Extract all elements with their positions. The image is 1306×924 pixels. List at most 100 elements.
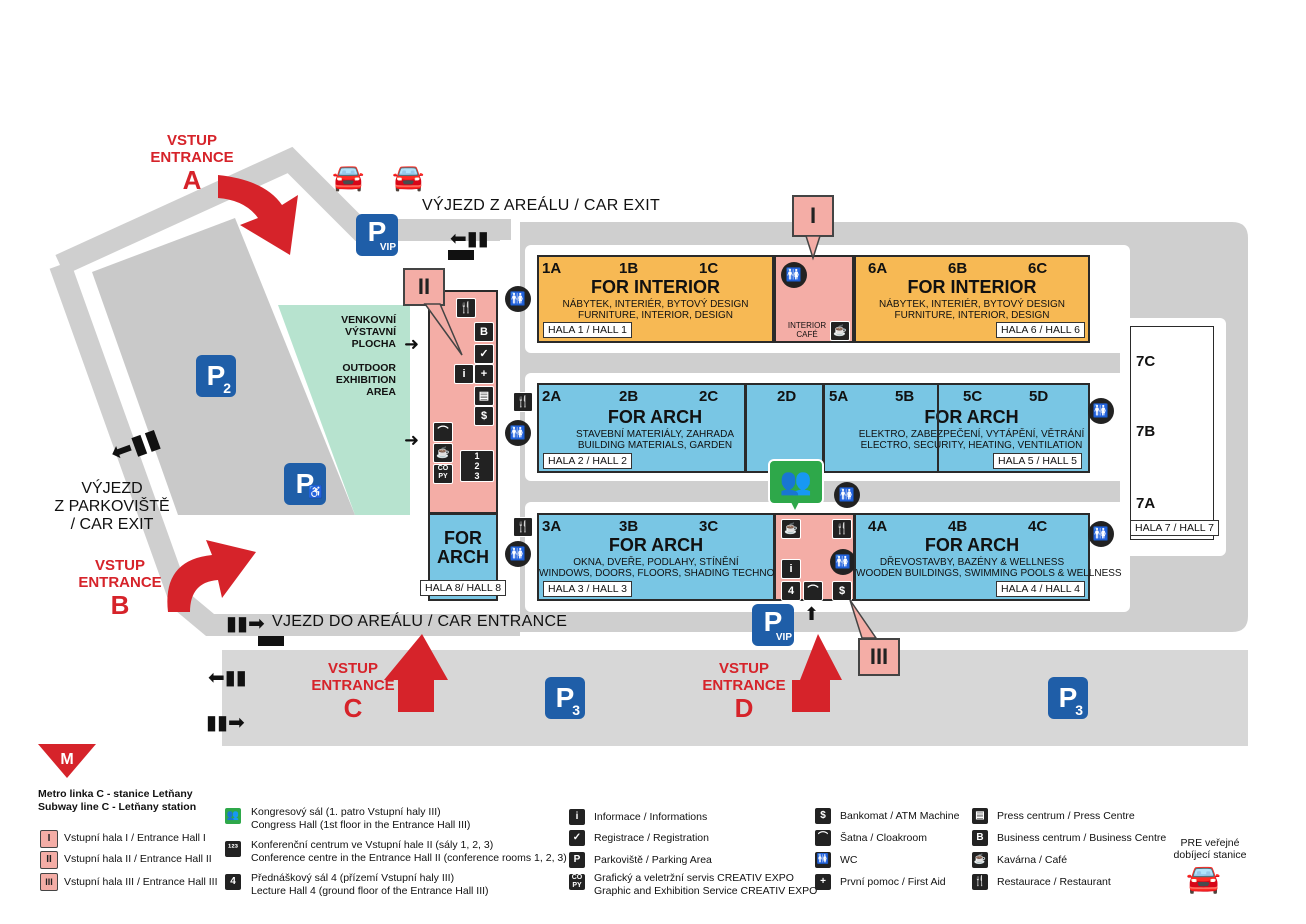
hall-desc-cz: DŘEVOSTAVBY, BAZÉNY & WELLNESS — [879, 557, 1065, 568]
legend-first-aid: První pomoc / First Aid — [840, 876, 946, 888]
hall-code: 3C — [699, 518, 719, 535]
arrow-up-icon: ⬆ — [804, 604, 820, 624]
business-centre-icon: B — [972, 830, 988, 846]
hall-code: 3B — [619, 518, 639, 535]
arrow-left-icon: ⬅▮▮ — [450, 228, 489, 250]
hall-code: 1A — [542, 260, 562, 277]
hall-code: 6B — [948, 260, 968, 277]
hall-name-box: HALA 3 / HALL 3 — [543, 581, 632, 597]
wc-icon: 🚻 — [830, 549, 856, 575]
hall-3[interactable]: 3A 3B 3C FOR ARCH OKNA, DVEŘE, PODLAHY, … — [537, 513, 812, 601]
hall-name-box: HALA 2 / HALL 2 — [543, 453, 632, 469]
hall-name-box: HALA 1 / HALL 1 — [543, 322, 632, 338]
road-label-car-exit: VÝJEZD Z AREÁLU / CAR EXIT — [422, 197, 661, 214]
wc-icon: 🚻 — [1088, 398, 1114, 424]
hall-desc-en: ELECTRO, SECURITY, HEATING, VENTILATION — [860, 440, 1083, 451]
congress-hall-icon: 👥 — [768, 459, 824, 505]
legend-congress-en: Congress Hall (1st floor in the Entrance… — [251, 819, 471, 831]
info-icon: i — [569, 809, 585, 825]
entrance-hall-2-badge[interactable]: II — [403, 268, 445, 306]
conference-centre-icon: ¹²³ — [225, 841, 241, 857]
hall-desc-cz: NÁBYTEK, INTERIÉR, BYTOVÝ DESIGN — [562, 299, 749, 310]
wc-icon: 🚻 — [815, 852, 831, 868]
legend-entrance-hall-3: Vstupní hala III / Entrance Hall III — [64, 876, 218, 888]
hall-code: 7C — [1136, 353, 1156, 370]
hall-code: 2C — [699, 388, 719, 405]
info-icon: i — [781, 559, 801, 579]
disabled-parking-sign[interactable]: P♿ — [284, 463, 326, 505]
metro-logo: M — [38, 744, 96, 778]
legend-atm: Bankomat / ATM Machine — [840, 810, 960, 822]
outdoor-area — [278, 305, 410, 515]
restaurant-icon: 🍴 — [832, 519, 852, 539]
wc-icon: 🚻 — [505, 541, 531, 567]
hall-5[interactable]: 5A 5B 5C 5D FOR ARCH ELEKTRO, ZABEZPEČEN… — [823, 383, 1090, 473]
cafe-icon: ☕ — [830, 321, 850, 341]
entrance-hall-3-area[interactable]: ☕ 🍴 🚻 i 4 ⌒ $ — [774, 513, 856, 601]
wc-icon: 🚻 — [834, 482, 860, 508]
hall-code: 2D — [777, 388, 797, 405]
cloakroom-icon: ⌒ — [803, 581, 823, 601]
hall-code: 1B — [619, 260, 639, 277]
atm-icon: $ — [815, 808, 831, 824]
hall-desc-cz: STAVEBNÍ MATERIÁLY, ZAHRADA — [576, 429, 734, 440]
hall-desc-en: FURNITURE, INTERIOR, DESIGN — [577, 310, 733, 321]
hall-code: 5C — [963, 388, 983, 405]
arrow-left-icon: ⬅▮▮ — [208, 667, 247, 689]
hall-code: 5D — [1029, 388, 1049, 405]
hall-name-box: HALA 7 / HALL 7 — [1130, 520, 1219, 536]
hall-1[interactable]: 1A 1B 1C FOR INTERIOR NÁBYTEK, INTERIÉR,… — [537, 255, 774, 343]
cafe-icon: ☕ — [972, 852, 988, 868]
hall-code: 4A — [868, 518, 888, 535]
legend-congress-cz: Kongresový sál (1. patro Vstupní haly II… — [251, 806, 441, 818]
hall-code: 3A — [542, 518, 562, 535]
entrance-a-arrow — [218, 175, 298, 255]
hall-code: 7A — [1136, 495, 1156, 512]
hall-code: 4C — [1028, 518, 1048, 535]
hall-title: FOR ARCH — [608, 535, 704, 555]
hall-desc-cz: OKNA, DVEŘE, PODLAHY, STÍNĚNÍ — [573, 557, 739, 568]
legend-restaurant: Restaurace / Restaurant — [997, 876, 1111, 888]
hall-desc-en: FURNITURE, INTERIOR, DESIGN — [894, 310, 1050, 321]
entrance-c-arrow — [384, 634, 448, 712]
hall-6[interactable]: 6A 6B 6C FOR INTERIOR NÁBYTEK, INTERIÉR,… — [854, 255, 1090, 343]
press-centre-icon: ▤ — [474, 386, 494, 406]
legend-wc: WC — [840, 854, 858, 866]
legend-entrance-hall-2: Vstupní hala II / Entrance Hall II — [64, 853, 212, 865]
legend-cafe: Kavárna / Café — [997, 854, 1068, 866]
cloakroom-icon: ⌒ — [815, 830, 831, 846]
hall-name-box: HALA 6 / HALL 6 — [996, 322, 1085, 338]
legend-metro-cz: Metro linka C - stanice Letňany — [38, 788, 193, 800]
entrance-d-arrow — [792, 634, 842, 712]
hall-title: FOR ARCH — [607, 407, 703, 427]
legend-graphic-en: Graphic and Exhibition Service CREATIV E… — [594, 885, 818, 897]
entrance-hall-3-badge[interactable]: III — [858, 638, 900, 676]
arrow-right-icon: ➜ — [404, 334, 420, 354]
wc-icon: 🚻 — [505, 420, 531, 446]
hall-name-box: HALA 8/ HALL 8 — [420, 580, 507, 596]
hall-7[interactable]: 7C 7B 7A HALA 7 / HALL 7 — [1130, 326, 1219, 540]
legend-parking: Parkoviště / Parking Area — [594, 854, 712, 866]
hall-4[interactable]: 4A 4B 4C FOR ARCH DŘEVOSTAVBY, BAZÉNY & … — [854, 513, 1122, 601]
hall-name-box: HALA 4 / HALL 4 — [996, 581, 1085, 597]
hall-2[interactable]: 2A 2B 2C FOR ARCH STAVEBNÍ MATERIÁLY, ZA… — [537, 383, 746, 473]
hall-desc-en: WOODEN BUILDINGS, SWIMMING POOLS & WELLN… — [856, 568, 1122, 579]
hall-code: 2A — [542, 388, 562, 405]
hall-title: FOR INTERIOR — [591, 277, 720, 297]
